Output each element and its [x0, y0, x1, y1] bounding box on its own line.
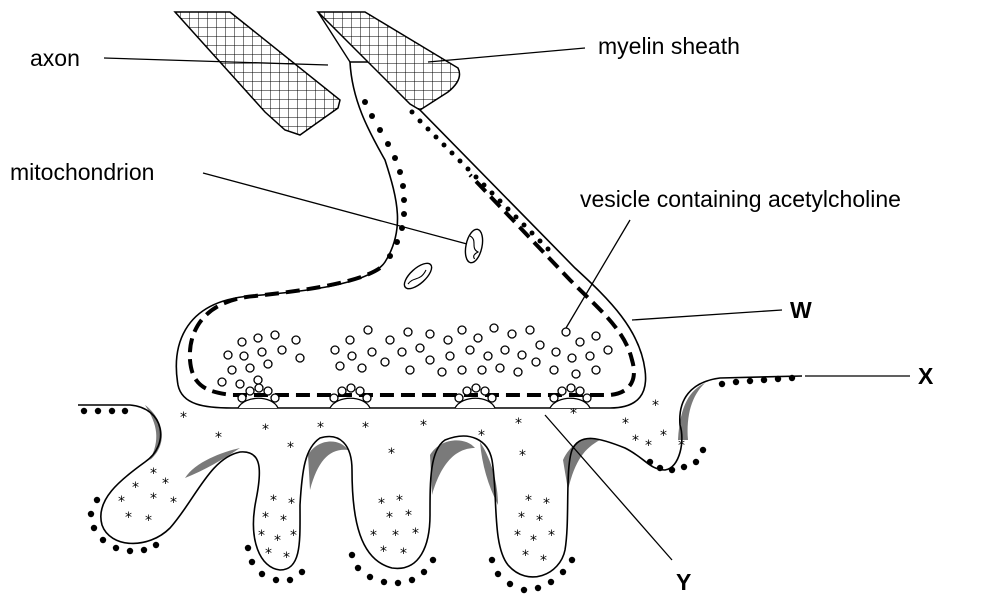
label-w: W [790, 297, 812, 323]
svg-text:*: * [478, 428, 485, 444]
svg-text:*: * [180, 410, 187, 426]
fold-shade-2 [308, 442, 348, 490]
label-x: X [918, 363, 934, 389]
label-vesicle: vesicle containing acetylcholine [580, 186, 901, 212]
label-myelin-sheath: myelin sheath [598, 33, 740, 59]
svg-text:*: * [405, 508, 412, 524]
svg-text:*: * [118, 494, 125, 510]
svg-text:*: * [287, 440, 294, 456]
svg-text:*: * [543, 496, 550, 512]
svg-text:*: * [522, 548, 529, 564]
svg-text:*: * [536, 513, 543, 529]
svg-text:*: * [378, 496, 385, 512]
svg-text:*: * [530, 533, 537, 549]
svg-text:*: * [317, 420, 324, 436]
svg-text:*: * [125, 510, 132, 526]
svg-text:*: * [150, 491, 157, 507]
svg-text:*: * [540, 553, 547, 569]
svg-text:*: * [380, 544, 387, 560]
svg-text:*: * [162, 476, 169, 492]
svg-text:*: * [652, 398, 659, 414]
svg-text:*: * [645, 438, 652, 454]
svg-text:*: * [622, 416, 629, 432]
myelin-leader [428, 48, 585, 62]
axon-leader [104, 58, 328, 65]
svg-text:*: * [660, 428, 667, 444]
label-mitochondrion: mitochondrion [10, 159, 154, 185]
svg-text:*: * [548, 528, 555, 544]
svg-text:*: * [170, 495, 177, 511]
svg-text:*: * [396, 493, 403, 509]
myelin-sheath-left [175, 12, 340, 135]
svg-text:*: * [519, 448, 526, 464]
svg-text:*: * [270, 493, 277, 509]
svg-text:*: * [145, 513, 152, 529]
presynaptic-knob [176, 62, 645, 408]
label-axon: axon [30, 45, 80, 71]
svg-text:*: * [258, 528, 265, 544]
svg-text:*: * [525, 493, 532, 509]
svg-text:*: * [370, 528, 377, 544]
svg-text:*: * [514, 528, 521, 544]
svg-text:*: * [283, 550, 290, 566]
svg-text:*: * [518, 510, 525, 526]
svg-text:*: * [262, 422, 269, 438]
fold-shade-left [145, 405, 162, 460]
svg-text:*: * [678, 438, 685, 454]
svg-text:*: * [388, 446, 395, 462]
svg-text:*: * [392, 528, 399, 544]
acetylcholine-stars: *** *** *** *** ** **** *** *** ** *** *… [118, 398, 685, 569]
svg-text:*: * [420, 418, 427, 434]
svg-text:*: * [265, 546, 272, 562]
label-y: Y [676, 569, 691, 595]
svg-text:*: * [362, 420, 369, 436]
svg-text:*: * [288, 496, 295, 512]
svg-text:*: * [515, 416, 522, 432]
svg-text:*: * [400, 546, 407, 562]
svg-text:*: * [386, 510, 393, 526]
svg-text:*: * [262, 510, 269, 526]
svg-text:*: * [150, 466, 157, 482]
fold-shade-1 [185, 448, 240, 478]
y-leader [545, 415, 672, 560]
svg-text:*: * [290, 528, 297, 544]
w-leader [632, 310, 782, 320]
svg-text:*: * [632, 433, 639, 449]
svg-text:*: * [280, 513, 287, 529]
svg-text:*: * [412, 526, 419, 542]
svg-text:*: * [274, 533, 281, 549]
svg-text:*: * [132, 480, 139, 496]
svg-text:*: * [215, 430, 222, 446]
